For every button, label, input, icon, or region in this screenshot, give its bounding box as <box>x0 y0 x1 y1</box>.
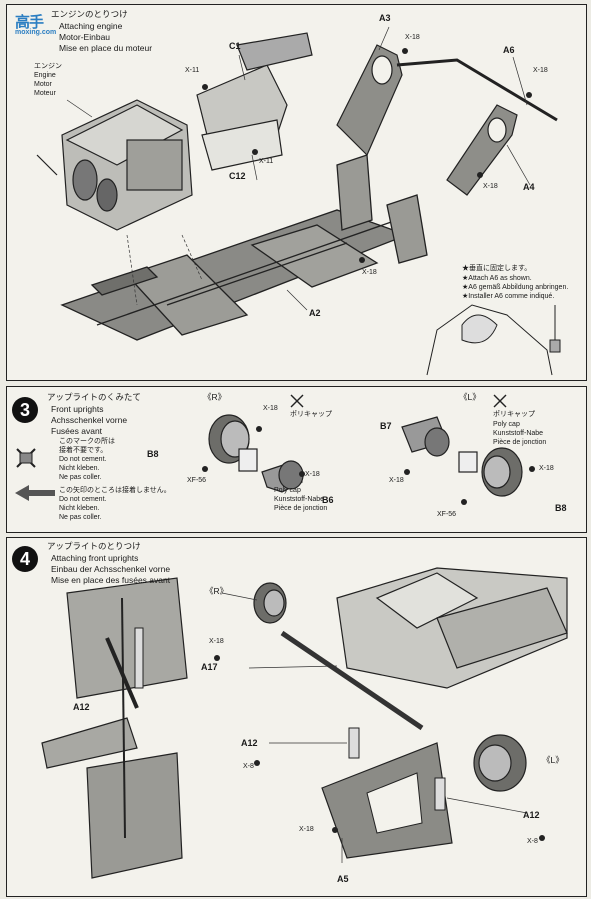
step2-title-jp: エンジンのとりつけ <box>51 9 128 19</box>
watermark-sub: moxing.com <box>15 29 57 36</box>
step4-title-de: Einbau der Achsschenkel vorne <box>51 564 171 574</box>
engine-label-jp: エンジン <box>34 63 62 70</box>
side-assembly-view <box>41 577 188 879</box>
step4-title-fr: Mise en place des fusées avant <box>51 575 171 585</box>
step4-title-jp: アップライトのとりつけ <box>47 541 141 551</box>
polycap-r-en: Poly cap <box>274 487 301 494</box>
screw-xf56-r: XF-56 <box>187 477 207 484</box>
part-a3: A3 <box>379 13 391 23</box>
screw-xf56-l: XF-56 <box>437 511 457 518</box>
note-jp: ★垂直に固定します。 <box>462 265 532 272</box>
engine-label-en: Engine <box>34 72 56 79</box>
step4-title-en: Attaching front uprights <box>51 553 139 563</box>
step3-title-jp: アップライトのくみたて <box>47 392 141 402</box>
screw-markers <box>202 48 532 263</box>
tie-rod-a17 <box>280 630 424 731</box>
part-b8-left: B8 <box>555 503 567 513</box>
right-upright-drawing <box>208 414 304 493</box>
chassis-frame-a2 <box>60 154 428 341</box>
arrow-note-de: Nicht kleben. <box>59 505 100 512</box>
step3-title-de: Achsschenkel vorne <box>51 415 128 425</box>
step2-illustration <box>36 26 561 376</box>
screw-x18-l1: X-18 <box>389 477 404 484</box>
part-a17: A17 <box>201 662 218 672</box>
screw-x18-b: X-18 <box>533 67 548 74</box>
transmission-c1 <box>196 32 313 171</box>
suspension-supports <box>336 44 558 196</box>
step3-title-en: Front uprights <box>51 404 104 414</box>
step4-illustration <box>41 567 568 879</box>
part-a2: A2 <box>309 308 321 318</box>
nocement-jp-1: このマークの所は <box>59 438 115 445</box>
screw-x11-b: X-11 <box>259 158 274 165</box>
part-a12-b: A12 <box>241 738 258 748</box>
step4-number: 4 <box>12 546 38 572</box>
engine-label-de: Motor <box>34 81 52 88</box>
polycap-r-fr: Pièce de jonction <box>274 505 328 512</box>
step2-title-de: Motor-Einbau <box>59 32 111 42</box>
step3-title-fr: Fusées avant <box>51 426 103 436</box>
screw-x18-c: X-18 <box>483 183 498 190</box>
engine-drawing <box>36 99 193 231</box>
nocement-en: Do not cement. <box>59 456 107 463</box>
note-fr: ★Installer A6 comme indiqué. <box>462 293 555 300</box>
part-a12-c: A12 <box>523 810 540 820</box>
step3-illustration <box>15 394 535 505</box>
arrow-note-fr: Ne pas coller. <box>59 514 102 521</box>
part-a4: A4 <box>523 182 535 192</box>
screw-x18-r2: X-18 <box>305 471 320 478</box>
screw-x18-4b: X-18 <box>299 826 314 833</box>
watermark-logo: 高手 moxing.com <box>15 11 61 41</box>
screw-x11-a: X-11 <box>185 67 200 74</box>
polycap-l-en: Poly cap <box>493 421 520 428</box>
engine-label-fr: Moteur <box>34 90 56 97</box>
step3-panel: 3 アップライトのくみたて Front uprights Achsschenke… <box>6 386 587 533</box>
screw-x18-r1: X-18 <box>263 405 278 412</box>
nocement-jp-2: 接着不要です。 <box>59 447 108 454</box>
step3-number: 3 <box>12 397 38 423</box>
note-de: ★A6 gemäß Abbildung anbringen. <box>462 284 569 291</box>
watermark-main: 高手 <box>15 14 44 31</box>
polycap-r-jp: ポリキャップ <box>290 411 332 418</box>
screw-x18-l2: X-18 <box>539 465 554 472</box>
inset-detail <box>426 304 561 376</box>
nocement-fr: Ne pas coller. <box>59 474 102 481</box>
part-a12-a: A12 <box>73 702 90 712</box>
step2-panel: 高手 moxing.com エンジンのとりつけ Attaching engine… <box>6 4 587 381</box>
step2-title-en: Attaching engine <box>59 21 123 31</box>
part-b7: B7 <box>380 421 392 431</box>
screw-x8-a: X-8 <box>243 763 254 770</box>
part-b8-right: B8 <box>147 449 159 459</box>
no-cement-icon <box>16 448 36 468</box>
part-c12: C12 <box>229 171 246 181</box>
polycap-l-fr: Pièce de jonction <box>493 439 547 446</box>
part-c1: C1 <box>229 41 241 51</box>
engine-assembly <box>336 567 568 689</box>
note-en: ★Attach A6 as shown. <box>462 275 532 282</box>
do-not-cement-arrow-icon <box>15 485 55 501</box>
screw-x18-d: X-18 <box>362 269 377 276</box>
part-b6: B6 <box>322 495 334 505</box>
screw-x18-a: X-18 <box>405 34 420 41</box>
step4-panel: 4 アップライトのとりつけ Attaching front uprights E… <box>6 537 587 897</box>
right-side-label-4: 《R》 <box>205 586 229 596</box>
left-side-label-4: 《L》 <box>542 755 564 765</box>
polycap-l-de: Kunststoff-Nabe <box>493 430 544 437</box>
screw-x18-4a: X-18 <box>209 638 224 645</box>
part-a6: A6 <box>503 45 515 55</box>
arrow-note-en: Do not cement. <box>59 496 107 503</box>
arrow-note-jp: この矢印のところは接着しません。 <box>59 487 171 494</box>
polycap-r-de: Kunststoff-Nabe <box>274 496 325 503</box>
part-a5: A5 <box>337 874 349 884</box>
screw-x8-b: X-8 <box>527 838 538 845</box>
step2-title-fr: Mise en place du moteur <box>59 43 153 53</box>
left-upright-drawing <box>401 416 523 497</box>
left-side-label: 《L》 <box>459 392 481 402</box>
nocement-de: Nicht kleben. <box>59 465 100 472</box>
polycap-l-jp: ポリキャップ <box>493 411 535 418</box>
right-side-label: 《R》 <box>203 392 227 402</box>
